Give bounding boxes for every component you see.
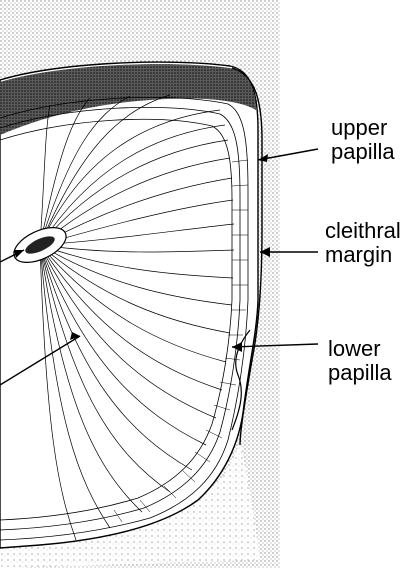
scale-body — [0, 62, 258, 548]
upper-papilla-label: upper papilla — [331, 116, 395, 164]
lower-papilla-label: lower papilla — [328, 337, 392, 385]
cleithral-margin-label: cleithral margin — [325, 219, 401, 267]
